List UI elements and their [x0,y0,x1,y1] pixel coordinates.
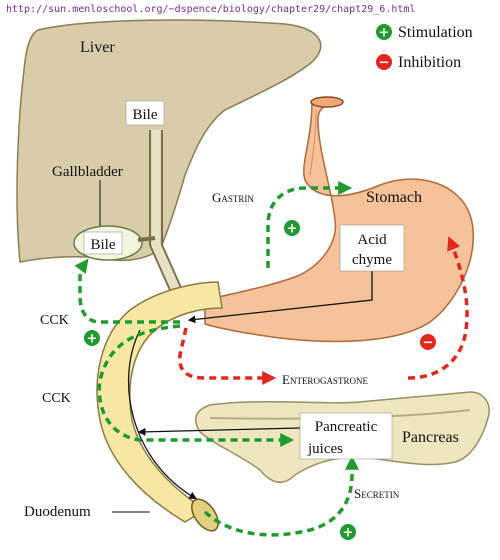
enterogastrone-minus-icon [420,334,436,350]
pancreatic-juices-box [299,412,393,460]
secretin-path [203,455,359,537]
bile-gallbladder-box [83,231,123,255]
liver-shape [16,19,322,263]
svg-text:+: + [287,222,298,237]
inhibition-legend-label: Inhibition [398,54,461,71]
svg-text:−: − [423,336,434,351]
gastrin-label: Gastrin [212,190,254,205]
secretin-label: Secretin [354,486,400,501]
pancreatic-label: Pancreatic [315,419,378,435]
juices-label: juices [307,441,343,457]
stimulation-legend-label: Stimulation [398,24,473,41]
cck-gallbladder-path [74,258,180,324]
enterogastrone-return-path [407,236,469,380]
svg-text:−: − [379,56,390,71]
enterogastrone-label: Enterogastrone [282,372,368,387]
svg-text:+: + [379,26,390,41]
stomach-label: Stomach [366,189,422,206]
stomach-shape [204,101,475,343]
source-url: http://sun.menloschool.org/~dspence/biol… [6,4,415,15]
duodenum-flow-arrow [128,329,198,500]
gastrin-path [266,181,353,268]
inhibition-legend-icon [376,54,392,70]
acid-chyme-box [339,224,405,272]
cck-plus-icon [84,330,100,346]
bile-top-label: Bile [133,107,158,123]
bile-gallbladder-label: Bile [91,237,116,253]
cck-lower-label: CCK [42,391,71,406]
duodenum-label: Duodenum [24,504,91,520]
secretin-plus-icon [340,524,356,540]
pancreas-label: Pancreas [402,429,459,446]
chyme-label: chyme [352,252,392,268]
cck-upper-label: CCK [40,313,69,328]
juices-flow-arrow [137,427,301,436]
enterogastrone-path [178,327,277,385]
bile-top-box [125,100,165,126]
svg-text:+: + [343,526,354,541]
gastrin-plus-icon [284,220,300,236]
stimulation-legend-icon [376,24,392,40]
gallbladder-label: Gallbladder [52,164,123,180]
chyme-flow-arrow [187,268,373,324]
liver-label: Liver [80,39,115,56]
svg-text:+: + [87,332,98,347]
acid-label: Acid [357,232,387,248]
bile-duct [149,130,183,291]
